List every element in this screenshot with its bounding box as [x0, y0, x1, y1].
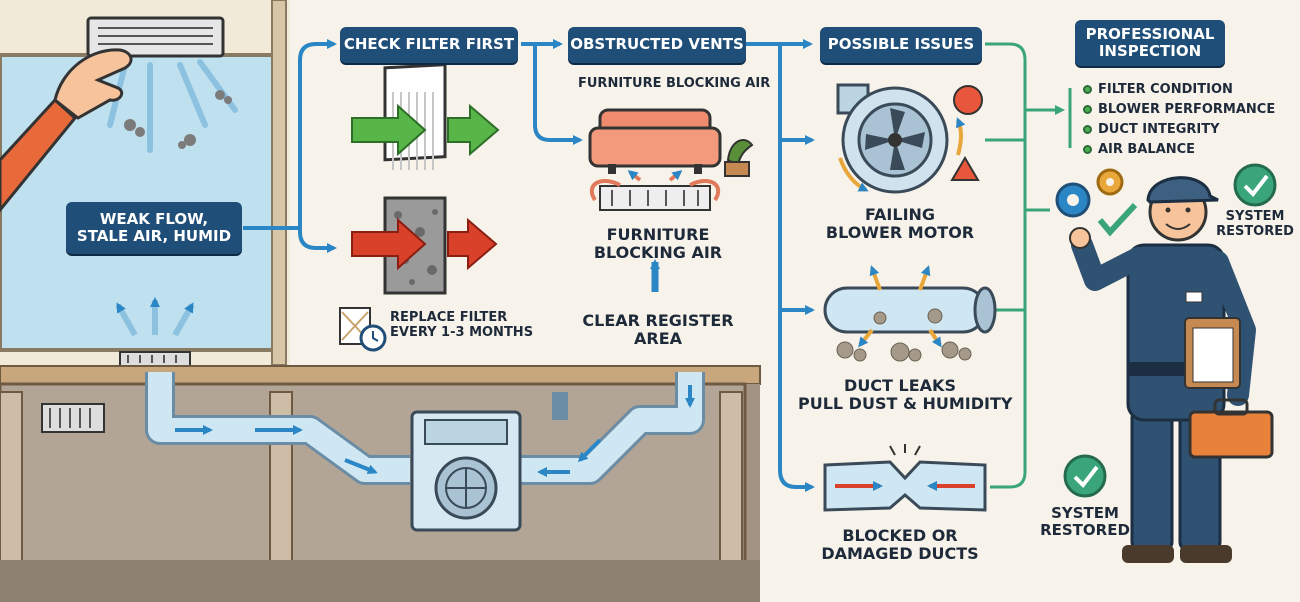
leaky-duct	[823, 265, 997, 362]
check-dot-icon	[1083, 104, 1092, 114]
clean-filter	[351, 63, 500, 170]
sofa-over-vent	[588, 108, 754, 292]
system-restored-bottom: SYSTEM RESTORED	[1040, 504, 1130, 540]
checklist-item: BLOWER PERFORMANCE	[1083, 99, 1275, 119]
hvac-unit	[410, 410, 522, 532]
issue-blower-motor: FAILING BLOWER MOTOR	[825, 205, 975, 243]
step-obstructed-vents: OBSTRUCTED VENTS	[568, 27, 746, 63]
damaged-duct	[823, 444, 987, 512]
checklist-item: AIR BALANCE	[1083, 139, 1275, 159]
check-dot-icon	[1083, 84, 1092, 94]
checklist-item: DUCT INTEGRITY	[1083, 119, 1275, 139]
check-dot-icon	[1083, 144, 1092, 154]
check-dot-icon	[1083, 124, 1092, 134]
clear-register-caption: CLEAR REGISTER AREA	[582, 311, 734, 349]
dirty-filter	[351, 196, 498, 295]
blower-motor	[836, 83, 983, 194]
checklist-item: FILTER CONDITION	[1083, 79, 1275, 99]
restored-check-icon-top	[1233, 163, 1277, 207]
issue-blocked-ducts: BLOCKED OR DAMAGED DUCTS	[821, 526, 979, 564]
step-check-filter: CHECK FILTER FIRST	[340, 27, 518, 63]
symptom-box: WEAK FLOW, STALE AIR, HUMID	[66, 202, 242, 254]
filter-replace-note: REPLACE FILTER EVERY 1-3 MONTHS	[390, 310, 534, 340]
basement-ductwork	[145, 372, 705, 485]
vent-bottom-caption: FURNITURE BLOCKING AIR	[593, 225, 723, 263]
system-restored-top: SYSTEM RESTORED	[1216, 209, 1294, 239]
restored-check-icon-bottom	[1063, 454, 1107, 498]
inspection-connectors	[985, 42, 1072, 489]
flow-arrows	[243, 39, 815, 492]
inspection-checklist: FILTER CONDITION BLOWER PERFORMANCE DUCT…	[1083, 79, 1275, 159]
issue-duct-leaks: DUCT LEAKS PULL DUST & HUMIDITY	[798, 376, 1013, 414]
gears-icon	[1055, 168, 1138, 237]
step-professional-inspection: PROFESSIONAL INSPECTION	[1075, 20, 1225, 66]
ceiling-vent	[86, 16, 238, 153]
step-possible-issues: POSSIBLE ISSUES	[820, 27, 982, 63]
vent-top-caption: FURNITURE BLOCKING AIR	[578, 76, 771, 91]
hand-feeling-airflow	[0, 48, 133, 213]
filter-replace-icon	[339, 307, 387, 352]
hvac-technician	[1069, 176, 1274, 563]
